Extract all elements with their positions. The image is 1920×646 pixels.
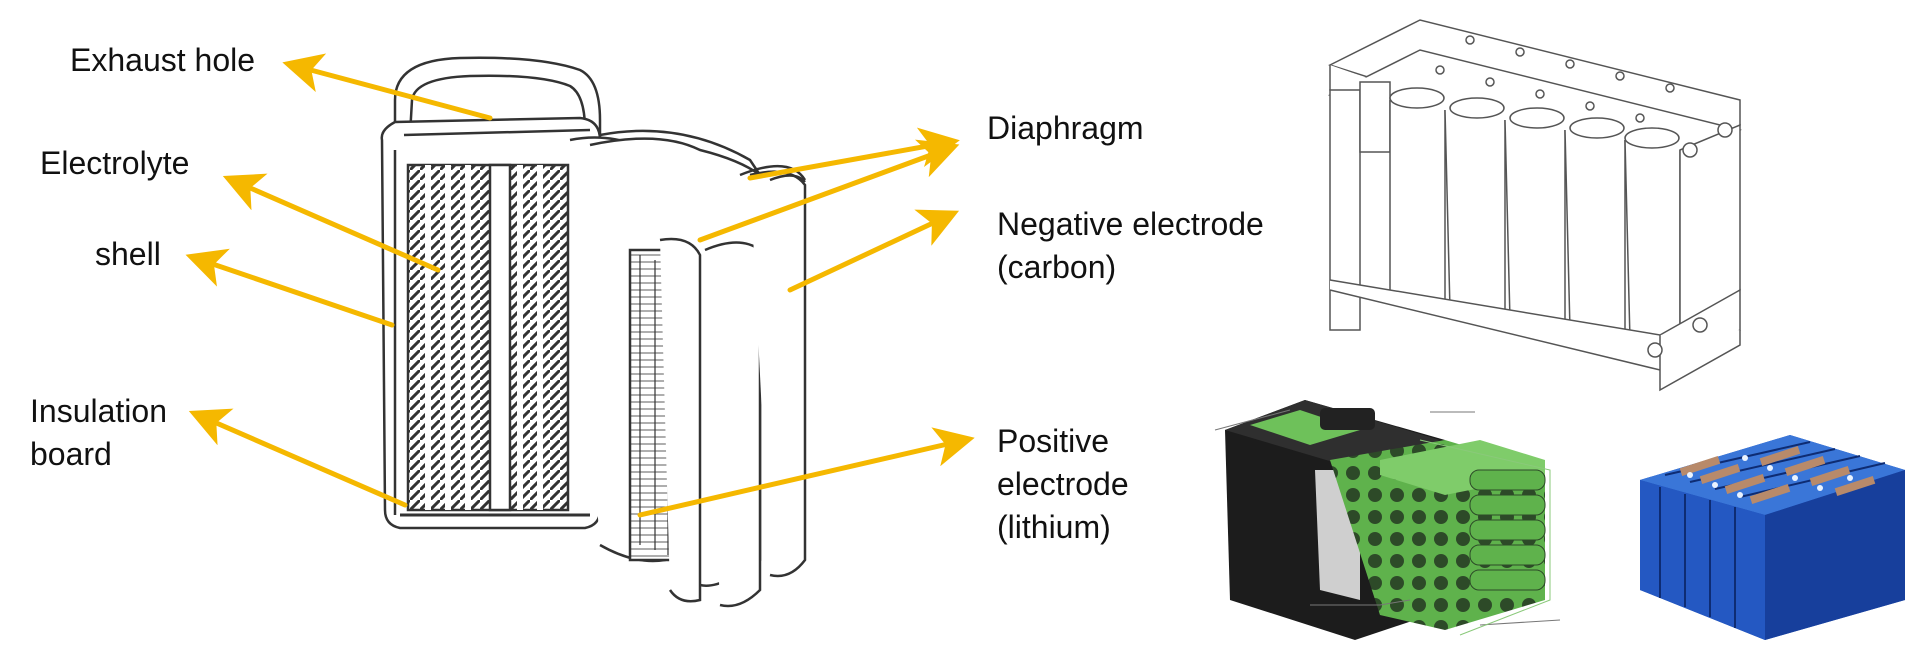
arrow-electrolyte <box>222 173 441 273</box>
arrow-positive-electrode <box>637 427 975 518</box>
label-electrolyte: Electrolyte <box>40 145 190 181</box>
cell-holder-icon <box>1327 19 1742 392</box>
label-exhaust-hole: Exhaust hole <box>70 42 256 78</box>
arrow-negative-electrode <box>787 209 960 293</box>
label-insulation-board: Insulation board <box>30 393 167 472</box>
battery-pack-icon <box>1214 400 1561 640</box>
arrow-insulation-board <box>188 408 408 508</box>
arrow-shell <box>185 248 395 328</box>
arrow-exhaust-hole <box>282 53 493 121</box>
label-positive-electrode: Positive electrode (lithium) <box>997 423 1129 545</box>
cell-cutaway-icon <box>380 56 807 608</box>
arrow-diaphragm-2 <box>697 139 960 243</box>
label-negative-electrode: Negative electrode (carbon) <box>997 206 1264 285</box>
label-shell: shell <box>95 236 161 272</box>
annotation-arrows <box>185 53 975 518</box>
label-diaphragm: Diaphragm <box>987 110 1144 146</box>
prismatic-module-icon <box>1640 435 1905 640</box>
